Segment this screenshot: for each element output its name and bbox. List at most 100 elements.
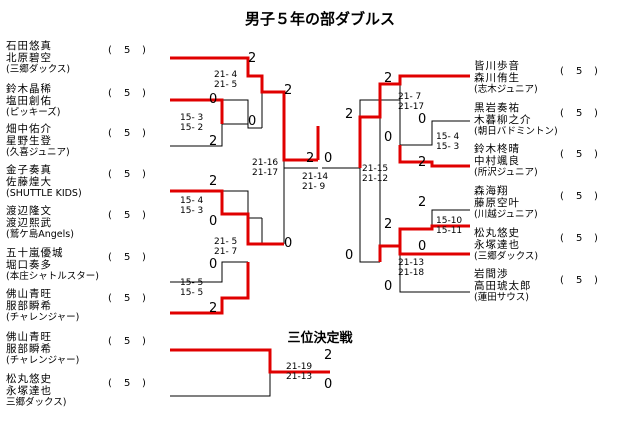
seed-label: (5)	[108, 88, 146, 99]
player-name: 岩間渉	[474, 268, 509, 280]
player-name: 藤原空叶	[474, 197, 520, 209]
game-mark: 0	[345, 248, 354, 263]
left-entry-6: 五十嵐優城 堀口奏多 (本庄シャトルスター)	[6, 247, 99, 283]
player-name: 皆川歩音	[474, 60, 520, 72]
left-entry-5: 渡辺隆文 渡辺熙武 (鷲ケ島Angels)	[6, 205, 74, 241]
player-name: 松丸悠史	[474, 227, 520, 239]
game-mark: 0	[209, 214, 218, 229]
player-name: 服部瞬希	[6, 300, 52, 312]
game-mark: 0	[384, 279, 393, 294]
left-entry-4: 金子奏真 佐藤煌大 (SHUTTLE KIDS)	[6, 164, 82, 200]
game-mark: 2	[384, 217, 393, 232]
game-mark: 0	[209, 257, 218, 272]
seed-label: (5)	[560, 108, 598, 119]
team-name: (ピッキーズ)	[6, 107, 61, 118]
player-name: 高田琥太郎	[474, 280, 532, 292]
player-name: 木暮柳之介	[474, 114, 532, 126]
game-mark: 2	[209, 301, 218, 316]
game-mark: 2	[209, 174, 218, 189]
player-name: 星野生登	[6, 135, 52, 147]
seed-label: (5)	[108, 252, 146, 263]
game-mark: 0	[248, 114, 257, 129]
team-name: (志木ジュニア)	[474, 84, 538, 95]
right-entry-3: 鈴木柊晴 中村颯良 (所沢ジュニア)	[474, 143, 538, 179]
player-name: 中村颯良	[474, 155, 520, 167]
player-name: 鈴木柊晴	[474, 143, 520, 155]
seed-label: (5)	[560, 233, 598, 244]
right-entry-6: 岩間渉 高田琥太郎 (蓮田サウス)	[474, 268, 532, 304]
team-name: (久喜ジュニア)	[6, 147, 70, 158]
game-mark: 0	[209, 92, 218, 107]
player-name: 永塚達也	[474, 239, 520, 251]
player-name: 畑中佑介	[6, 123, 52, 135]
team-name: (本庄シャトルスター)	[6, 271, 99, 282]
player-name: 佐藤煌大	[6, 176, 52, 188]
seed-label: (5)	[108, 45, 146, 56]
player-name: 佛山青旺	[6, 331, 52, 343]
game-mark: 0	[284, 236, 293, 251]
seed-label: (5)	[108, 210, 146, 221]
team-name: (チャレンジャー)	[6, 355, 80, 366]
seed-label: (5)	[560, 191, 598, 202]
team-name: (蓮田サウス)	[474, 292, 529, 303]
seed-label: (5)	[560, 275, 598, 286]
team-name: (三郷ダックス)	[6, 64, 71, 75]
player-name: 塩田創佑	[6, 95, 52, 107]
third-place-title: 三位決定戦	[287, 331, 353, 346]
seed-label: (5)	[560, 66, 598, 77]
team-name: (三郷ダックス)	[474, 251, 539, 262]
team-name: (鷲ケ島Angels)	[6, 229, 74, 240]
team-name: 三郷ダックス)	[6, 397, 67, 408]
right-entry-1: 皆川歩音 森川侑生 (志木ジュニア)	[474, 60, 538, 96]
left-entry-7: 佛山青旺 服部瞬希 (チャレンジャー)	[6, 288, 79, 324]
player-name: 五十嵐優城	[6, 247, 64, 259]
game-mark: 0	[324, 377, 333, 392]
seed-label: (5)	[108, 336, 146, 347]
game-mark: 2	[345, 107, 354, 122]
game-mark: 2	[284, 83, 293, 98]
game-mark: 2	[209, 134, 218, 149]
player-name: 石田悠真	[6, 40, 52, 52]
game-mark: 2	[418, 195, 427, 210]
seed-label: (5)	[108, 293, 146, 304]
game-mark: 0	[418, 112, 427, 127]
seed-label: (5)	[108, 128, 146, 139]
team-name: (SHUTTLE KIDS)	[6, 188, 82, 199]
right-entry-5: 松丸悠史 永塚達也 (三郷ダックス)	[474, 227, 538, 263]
player-name: 黒岩奏祐	[474, 102, 520, 114]
team-name: (朝日バドミントン)	[474, 126, 558, 137]
player-name: 北原碧空	[6, 52, 52, 64]
team-name: (チャレンジャー)	[6, 312, 80, 323]
player-name: 松丸悠史	[6, 373, 52, 385]
player-name: 金子奏真	[6, 164, 52, 176]
third-entry-2: 松丸悠史 永塚達也 三郷ダックス)	[6, 373, 66, 409]
seed-label: (5)	[108, 169, 146, 180]
seed-label: (5)	[108, 378, 146, 389]
player-name: 森川侑生	[474, 72, 520, 84]
game-mark: 0	[418, 239, 427, 254]
player-name: 渡辺隆文	[6, 205, 52, 217]
right-entry-4: 森海翔 藤原空叶 (川越ジュニア)	[474, 185, 538, 221]
player-name: 鈴木晶稀	[6, 83, 52, 95]
game-mark: 2	[384, 71, 393, 86]
game-mark: 2	[306, 151, 315, 166]
game-mark: 0	[384, 130, 393, 145]
team-name: (所沢ジュニア)	[474, 167, 538, 178]
player-name: 佛山青旺	[6, 288, 52, 300]
team-name: (川越ジュニア)	[474, 209, 538, 220]
third-entry-1: 佛山青旺 服部瞬希 (チャレンジャー)	[6, 331, 79, 367]
game-mark: 2	[248, 51, 257, 66]
